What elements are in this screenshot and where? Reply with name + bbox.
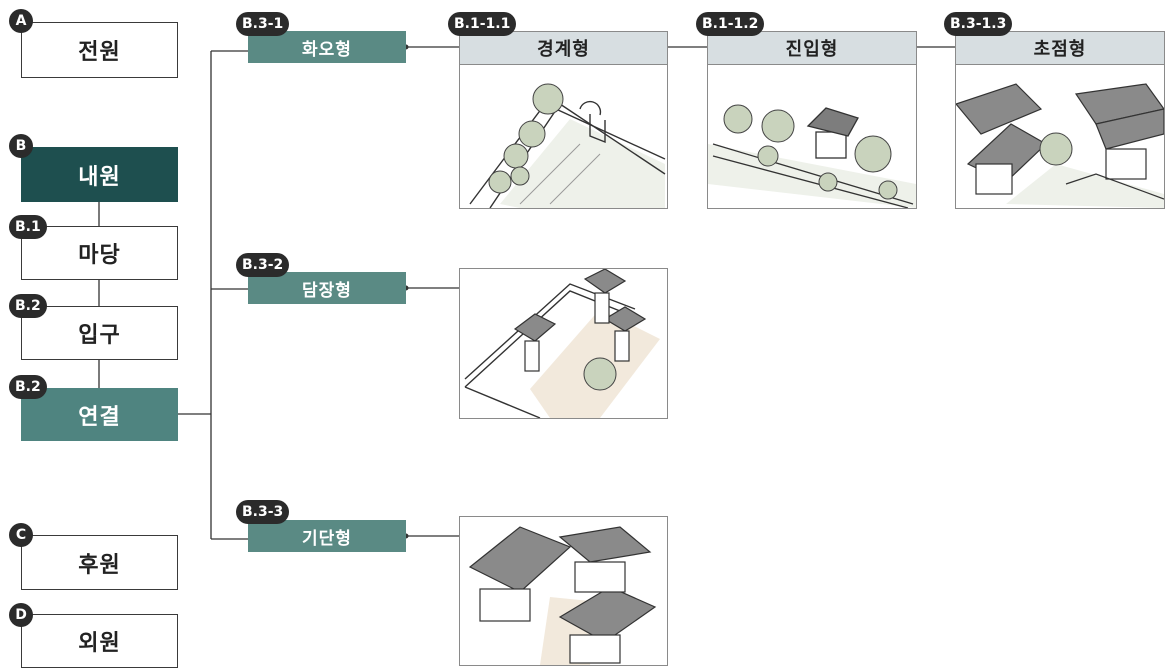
card-wall-type (459, 268, 668, 419)
card-title: 진입형 (708, 32, 916, 65)
card-entrance-type: 진입형 (707, 31, 917, 209)
wall-type-illustration (464, 269, 660, 418)
badge-c: C (9, 523, 33, 547)
node-jeonwon: 전원 (21, 22, 178, 78)
node-label: 전원 (78, 40, 121, 65)
badge-b3-2: B.3-2 (236, 253, 290, 277)
node-label: 후원 (78, 552, 121, 578)
badge-b1-1-2: B.1-1.2 (696, 12, 765, 36)
badge-d: D (9, 603, 33, 627)
node-yeongyeol: 연결 (21, 388, 178, 441)
node-label: 입구 (78, 323, 121, 348)
badge-b3-3: B.3-3 (236, 500, 290, 524)
node-oewon: 외원 (21, 614, 178, 668)
node-label: 담장형 (302, 280, 352, 301)
card-title: 경계형 (460, 32, 667, 65)
card-boundary-type: 경계형 (459, 31, 668, 209)
node-label: 내원 (78, 164, 121, 190)
node-naewon: 내원 (21, 147, 178, 202)
badge-b: B (9, 134, 33, 158)
badge-b2: B.2 (9, 294, 47, 318)
badge-b2-connection: B.2 (9, 375, 47, 399)
focal-garden-illustration (956, 83, 1164, 208)
badge-b3-1: B.3-1 (236, 12, 290, 36)
node-gidanhyeong: 기단형 (248, 520, 406, 552)
node-label: 화오형 (302, 39, 352, 60)
node-hwaohyeong: 화오형 (248, 31, 406, 63)
badge-a: A (9, 9, 33, 33)
badge-b1-1-1: B.1-1.1 (448, 12, 517, 36)
entrance-garden-illustration (708, 104, 916, 208)
card-focal-type: 초점형 (955, 31, 1165, 209)
card-platform-type (459, 516, 668, 666)
node-madang: 마당 (21, 226, 178, 280)
node-damjanghyeong: 담장형 (248, 272, 406, 304)
node-ipgu: 입구 (21, 306, 178, 360)
badge-b3-1-3: B.3-1.3 (944, 12, 1013, 36)
node-label: 연결 (78, 404, 121, 430)
badge-b1: B.1 (9, 215, 47, 239)
boundary-garden-illustration (469, 83, 666, 208)
node-label: 마당 (78, 243, 121, 268)
node-huwon: 후원 (21, 535, 178, 590)
card-title: 초점형 (956, 32, 1164, 65)
node-label: 외원 (78, 631, 121, 656)
platform-type-illustration (468, 526, 657, 665)
node-label: 기단형 (302, 528, 352, 549)
